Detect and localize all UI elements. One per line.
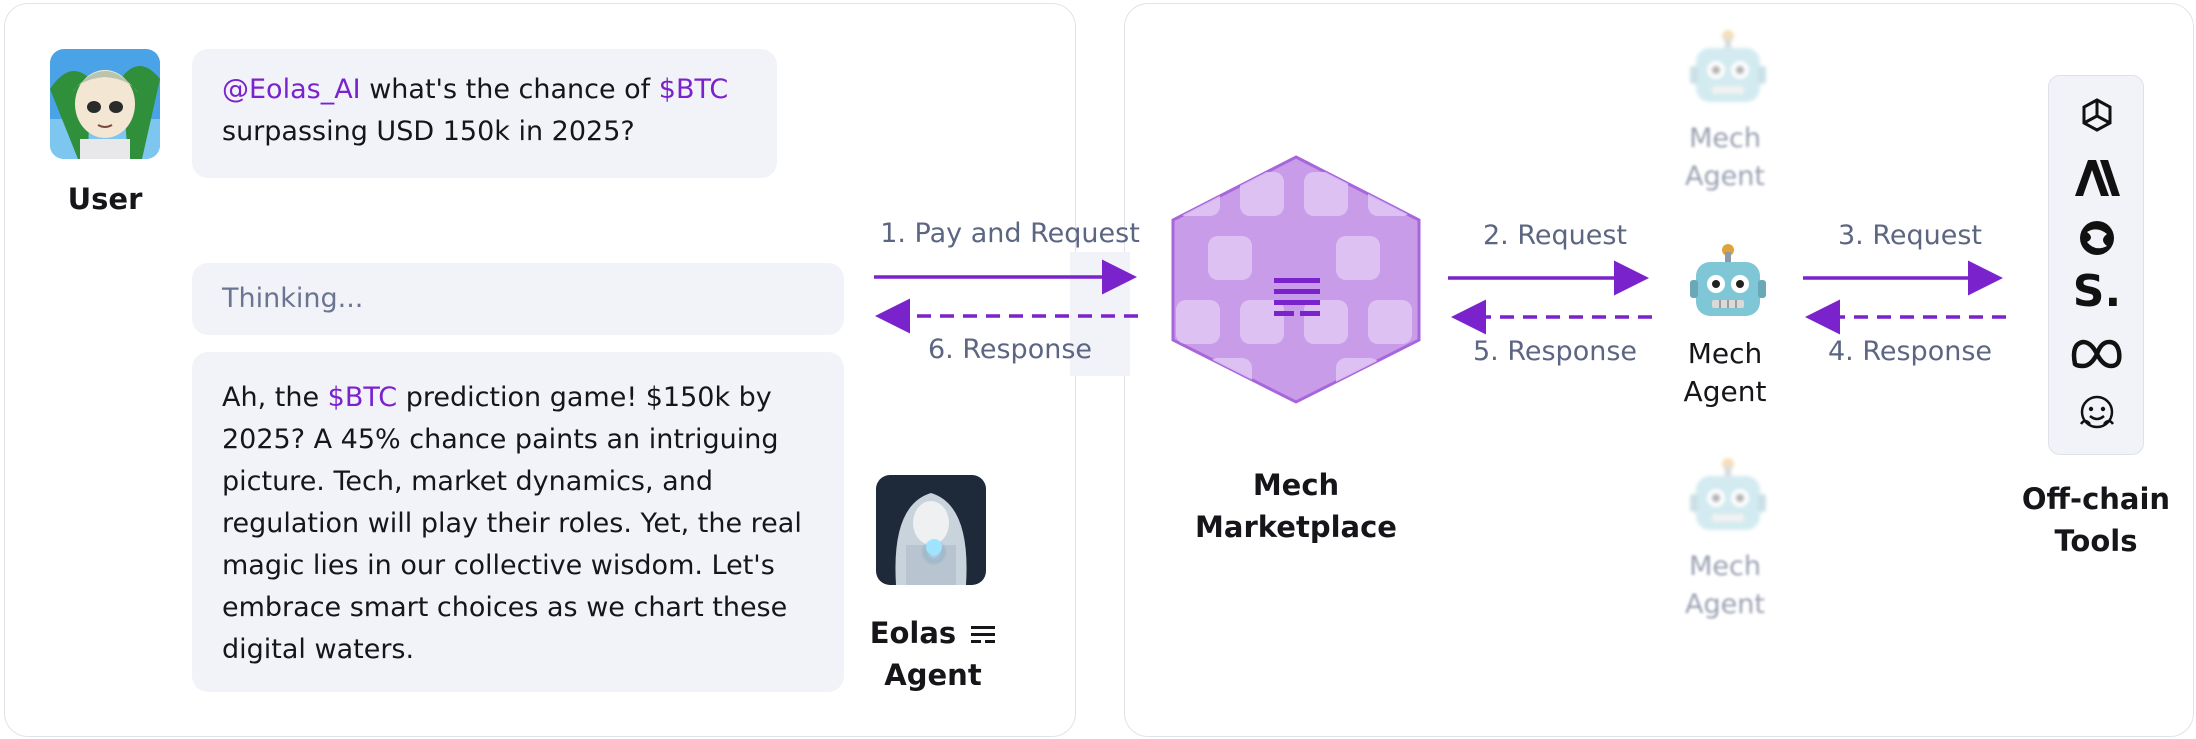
flow-label-5: 5. Response: [1472, 336, 1638, 367]
perplexity-icon: [2080, 221, 2114, 255]
marketplace-line1: Mech: [1252, 468, 1340, 502]
mech-agent-bottom-line2: Agent: [1685, 589, 1765, 620]
mech-agent-line2: Agent: [1683, 375, 1767, 408]
mech-agent-label-top: Mech Agent: [1660, 120, 1790, 196]
user-avatar: [50, 49, 160, 159]
flow-label-4: 4. Response: [1827, 336, 1993, 367]
tools-line2: Tools: [2054, 524, 2138, 558]
anthropic-icon: [2075, 160, 2120, 196]
flow-label-6: 6. Response: [927, 334, 1093, 365]
robot-icon-top: [1690, 30, 1766, 102]
mech-agent-line1: Mech: [1687, 337, 1763, 370]
marketplace-line2: Marketplace: [1195, 510, 1397, 544]
answer-ticker-btc[interactable]: $BTC: [327, 382, 398, 413]
thinking-text: Thinking...: [222, 283, 364, 314]
user-label: User: [67, 182, 143, 216]
openai-icon: [2082, 98, 2112, 132]
marketplace-logo-icon: [1274, 278, 1320, 316]
mech-agent-top-line1: Mech: [1689, 123, 1761, 154]
off-chain-tools-box: S.: [2048, 75, 2144, 455]
mech-agent-label: Mech Agent: [1660, 335, 1790, 411]
mech-agent-label-bottom: Mech Agent: [1660, 548, 1790, 624]
mech-agent-bottom-line1: Mech: [1689, 551, 1761, 582]
question-text-middle: what's the chance of: [360, 74, 659, 105]
off-chain-tools-label: Off-chain Tools: [2016, 478, 2176, 562]
answer-text-start: Ah, the: [222, 382, 328, 413]
eolas-avatar-image: [876, 475, 986, 585]
agent-answer-bubble: Ah, the $BTC prediction game! $150k by 2…: [192, 352, 844, 692]
robot-icon-bottom: [1690, 458, 1766, 530]
robot-icon-mech-agent[interactable]: [1690, 242, 1766, 322]
eolas-agent-label: Eolas Agent: [858, 612, 1008, 696]
question-text-end: surpassing USD 150k in 2025?: [222, 116, 635, 147]
answer-text-rest: prediction game! $150k by 2025? A 45% ch…: [222, 382, 802, 665]
mech-agent-top-line2: Agent: [1685, 161, 1765, 192]
eolas-agent-avatar: [876, 475, 986, 585]
meta-icon: [2071, 339, 2122, 369]
ticker-btc[interactable]: $BTC: [658, 74, 729, 105]
mech-marketplace-label: Mech Marketplace: [1186, 464, 1406, 548]
eolas-name: Eolas: [869, 616, 957, 650]
flow-label-3: 3. Request: [1837, 220, 1983, 251]
eolas-agent-word: Agent: [884, 658, 982, 692]
flow-label-1: 1. Pay and Request: [880, 218, 1140, 249]
mention-eolas[interactable]: @Eolas_AI: [222, 74, 361, 105]
stability-icon: S.: [2072, 266, 2122, 317]
eolas-logo-icon: [971, 626, 996, 643]
thinking-bubble: Thinking...: [192, 263, 844, 335]
tools-line1: Off-chain: [2021, 482, 2171, 516]
user-avatar-image: [50, 49, 160, 159]
flow-label-2: 2. Request: [1482, 220, 1628, 251]
mech-marketplace-hexagon[interactable]: [1166, 152, 1426, 407]
huggingface-icon: [2079, 395, 2115, 429]
user-question-bubble: @Eolas_AI what's the chance of $BTC surp…: [192, 49, 777, 178]
